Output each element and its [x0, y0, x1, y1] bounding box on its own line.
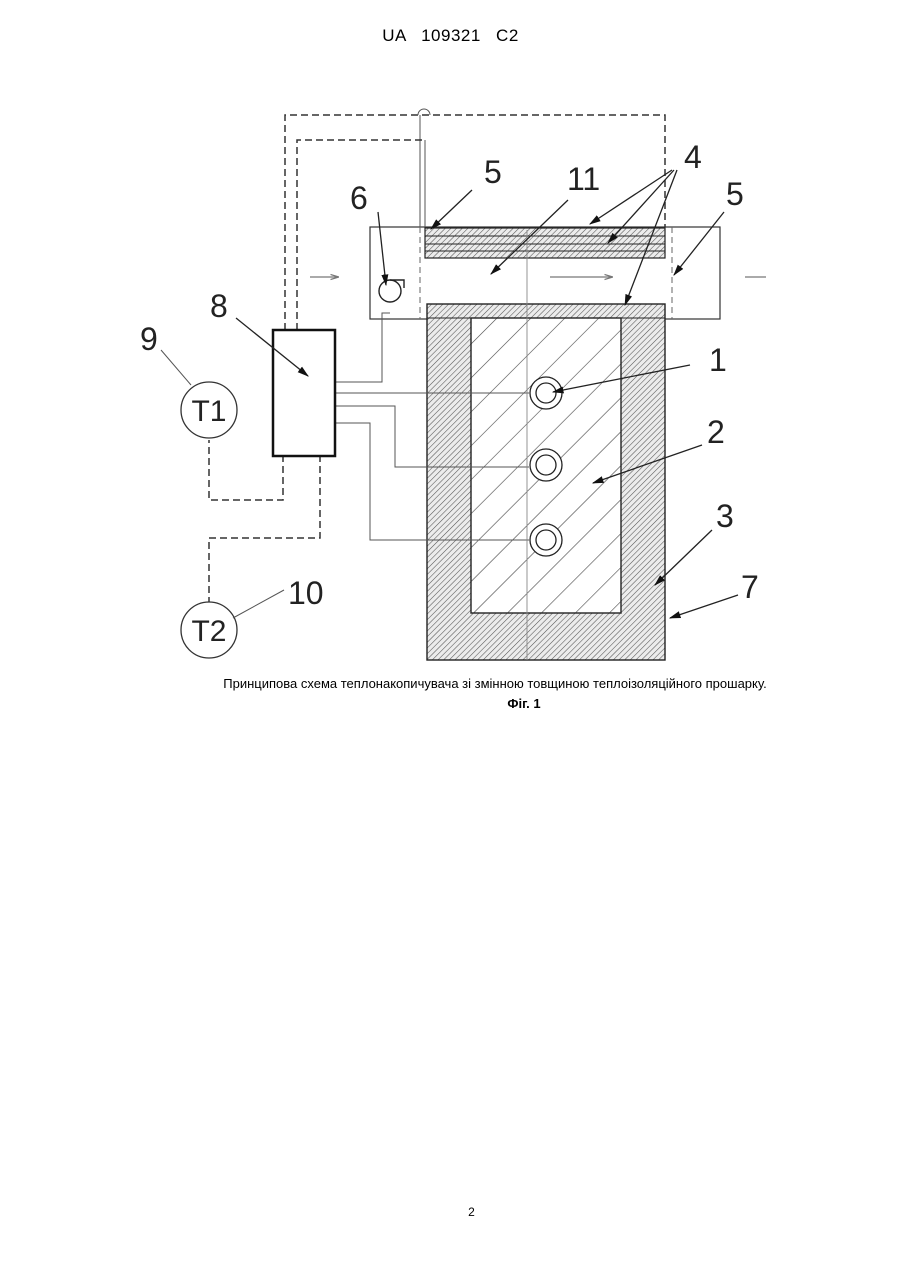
page-number: 2: [0, 1205, 901, 1219]
label-7: 7: [741, 569, 759, 605]
label-1: 1: [709, 342, 727, 378]
sensor-t2: T2: [181, 602, 237, 658]
heat-storage-schematic: T1 T2 1 2 3 4 5 5 6 7 8 9 10 11: [0, 0, 901, 720]
label-5-right: 5: [726, 176, 744, 212]
heat-storage-body: [427, 304, 665, 660]
svg-text:T1: T1: [191, 395, 226, 428]
sensor-t1: T1: [181, 382, 237, 438]
label-4: 4: [684, 139, 702, 175]
label-5-left: 5: [484, 154, 502, 190]
controller-box: [273, 330, 335, 456]
label-10: 10: [288, 575, 324, 611]
label-2: 2: [707, 414, 725, 450]
figure-number: Фіг. 1: [0, 696, 901, 711]
label-6: 6: [350, 180, 368, 216]
fan: [379, 280, 404, 302]
label-3: 3: [716, 498, 734, 534]
insulation-layers-top: [425, 228, 665, 258]
label-9: 9: [140, 321, 158, 357]
figure-caption: Принципова схема теплонакопичувача зі зм…: [0, 676, 901, 691]
label-11: 11: [567, 161, 600, 197]
label-8: 8: [210, 288, 228, 324]
heating-elements: [530, 377, 562, 556]
svg-text:T2: T2: [191, 615, 226, 648]
